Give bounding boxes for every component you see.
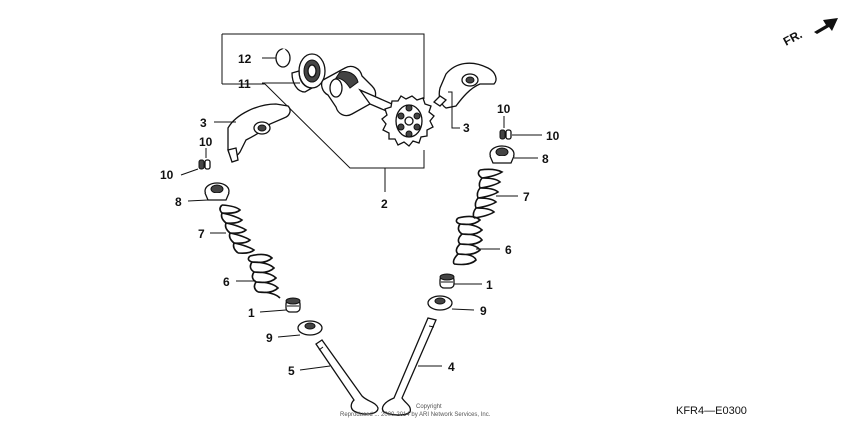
valve-spring-outer-right-part bbox=[472, 168, 504, 219]
callout-4: 4 bbox=[448, 360, 455, 374]
callout-1-left: 1 bbox=[248, 306, 255, 320]
callout-7-left: 7 bbox=[198, 227, 205, 241]
valve-spring-outer-left-part bbox=[219, 204, 256, 254]
callout-8-right: 8 bbox=[542, 152, 549, 166]
spring-retainer-right-part bbox=[489, 145, 515, 164]
exhaust-valve-part bbox=[315, 339, 379, 415]
rocker-arm-right-part bbox=[432, 62, 497, 109]
rocker-arm-left-part bbox=[227, 103, 291, 163]
camshaft-group-bracket bbox=[221, 33, 425, 192]
valve-cotter-right-part bbox=[499, 129, 512, 140]
callout-8-left: 8 bbox=[175, 195, 182, 209]
callout-11: 11 bbox=[238, 77, 251, 91]
copyright-line-1: Copyright bbox=[416, 404, 442, 410]
callout-9-left: 9 bbox=[266, 331, 273, 345]
callout-12: 12 bbox=[238, 52, 252, 66]
callout-6-left: 6 bbox=[223, 275, 230, 289]
bearing-part bbox=[291, 53, 326, 93]
leader-lines bbox=[180, 57, 542, 371]
spring-seat-left-part bbox=[297, 320, 323, 336]
callout-5: 5 bbox=[288, 364, 295, 378]
valve-stem-seal-right-part bbox=[439, 273, 455, 289]
callout-labels: 12 11 3 3 10 10 10 10 8 8 7 7 6 6 1 1 9 … bbox=[160, 52, 560, 378]
callout-6-right: 6 bbox=[505, 243, 512, 257]
circlip-part bbox=[275, 48, 291, 68]
diagram-code: KFR4—E0300 bbox=[676, 405, 747, 417]
callout-10-left-top: 10 bbox=[199, 135, 213, 149]
copyright-notice: Copyright Reproduced ... 2000-2014 by AR… bbox=[340, 404, 491, 418]
intake-valve-part bbox=[381, 317, 437, 416]
spring-retainer-left-part bbox=[204, 182, 230, 201]
front-direction-label: FR. bbox=[781, 27, 805, 48]
copyright-line-2: Reproduced ... 2000-2014 by ARI Network … bbox=[340, 412, 491, 418]
callout-7-right: 7 bbox=[523, 190, 530, 204]
callout-10-right-top: 10 bbox=[497, 102, 511, 116]
spring-seat-right-part bbox=[427, 295, 453, 311]
callout-3-left: 3 bbox=[200, 116, 207, 130]
valve-spring-inner-left-part bbox=[247, 253, 281, 299]
cam-sprocket-part bbox=[381, 95, 435, 147]
front-direction-indicator: FR. bbox=[781, 18, 838, 49]
callout-2: 2 bbox=[381, 197, 388, 211]
callout-10-right: 10 bbox=[546, 129, 560, 143]
callout-3-right: 3 bbox=[463, 121, 470, 135]
callout-10-left: 10 bbox=[160, 168, 174, 182]
callout-1-right: 1 bbox=[486, 278, 493, 292]
camshaft-part bbox=[321, 65, 435, 147]
valve-spring-inner-right-part bbox=[452, 215, 484, 266]
valve-cotter-left-part bbox=[198, 159, 211, 170]
valve-stem-seal-left-part bbox=[285, 297, 301, 313]
front-arrow-icon bbox=[814, 18, 838, 34]
callout-9-right: 9 bbox=[480, 304, 487, 318]
